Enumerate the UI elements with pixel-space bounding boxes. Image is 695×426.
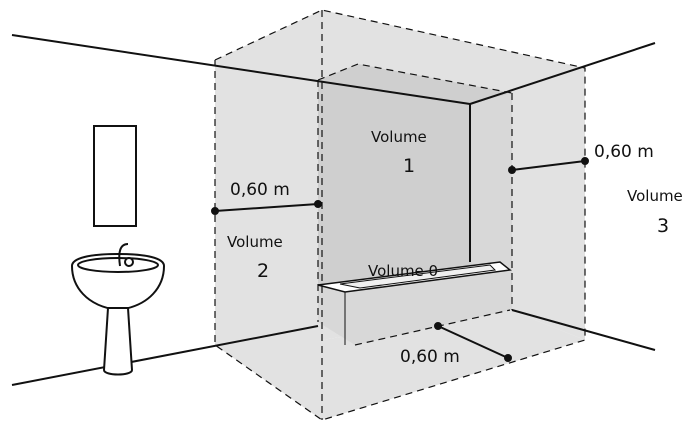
floor-line-left bbox=[11, 325, 319, 386]
washbasin-pedestal bbox=[102, 307, 134, 376]
zone-2-label-word: Volume bbox=[227, 233, 283, 251]
dimension-right-line bbox=[511, 160, 586, 171]
zone-1-side-face bbox=[470, 93, 512, 310]
washbasin-icon bbox=[70, 243, 166, 376]
zone-3-label-number: 3 bbox=[657, 215, 669, 237]
room-lines bbox=[11, 34, 656, 386]
dimension-right-dot-b bbox=[581, 157, 589, 165]
ceiling-line-left bbox=[11, 34, 471, 105]
dimension-bottom-label: 0,60 m bbox=[400, 347, 460, 367]
floor-line-right bbox=[511, 309, 656, 351]
dimension-right-label: 0,60 m bbox=[594, 142, 654, 162]
dimension-lines bbox=[211, 157, 589, 362]
dimension-left-dot-a bbox=[211, 207, 219, 215]
ceiling-line-right bbox=[469, 42, 656, 105]
zone-2-left-face bbox=[215, 10, 322, 420]
washbasin-tap bbox=[118, 243, 129, 267]
zone-3-label-word: Volume bbox=[627, 187, 683, 205]
dimension-bottom-dot-b bbox=[504, 354, 512, 362]
zone-2-outline bbox=[214, 9, 586, 421]
zone-2-label-number: 2 bbox=[257, 260, 269, 282]
mirror-icon bbox=[93, 125, 137, 227]
dimension-left-dot-b bbox=[314, 200, 322, 208]
washbasin-top bbox=[77, 257, 159, 273]
zone-1-label-number: 1 bbox=[403, 155, 415, 177]
dimension-right-dot-a bbox=[508, 166, 516, 174]
dimension-bottom-dot-a bbox=[434, 322, 442, 330]
zone-1-back-face bbox=[318, 64, 512, 310]
dimension-bottom-line bbox=[437, 325, 509, 359]
bathtub-basin bbox=[339, 264, 497, 289]
dimension-left-label: 0,60 m bbox=[230, 180, 290, 200]
dimension-left-line bbox=[214, 203, 319, 212]
washbasin-knob bbox=[124, 257, 134, 267]
bathtub-icon bbox=[317, 261, 512, 345]
zone-1-region bbox=[318, 64, 512, 310]
zone-1-label-word: Volume bbox=[371, 128, 427, 146]
zone-0-label: Volume 0 bbox=[368, 262, 438, 280]
zone-2-floor bbox=[215, 310, 585, 420]
